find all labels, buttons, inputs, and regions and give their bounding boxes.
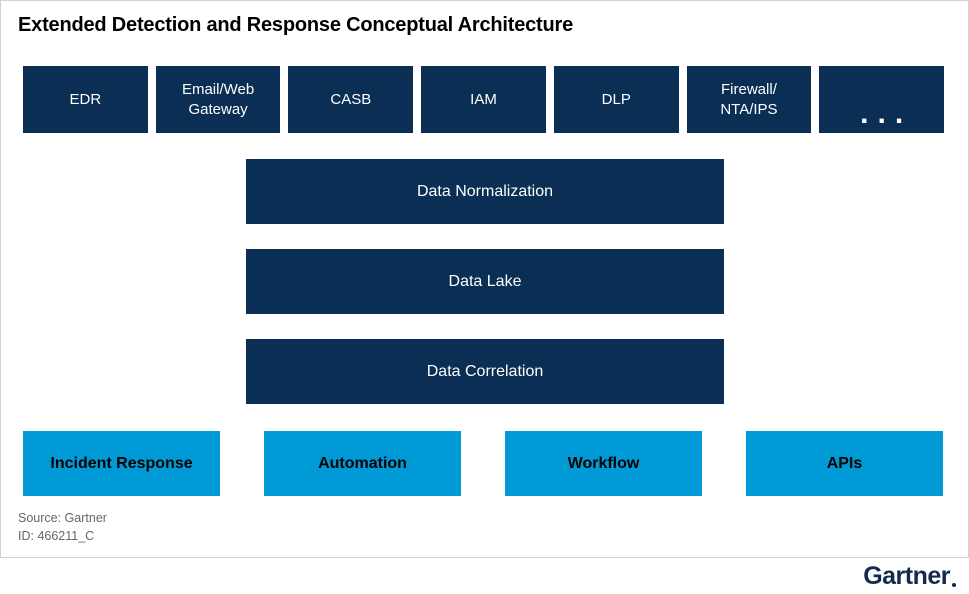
source-box-email-web-gateway: Email/Web Gateway — [155, 66, 281, 133]
telemetry-sources-row: EDR Email/Web Gateway CASB IAM DLP Firew… — [23, 66, 945, 133]
source-box-firewall-nta-ips: Firewall/ NTA/IPS — [686, 66, 812, 133]
processing-stack: Data Normalization Data Lake Data Correl… — [246, 159, 724, 429]
registered-mark-icon — [952, 582, 956, 587]
capabilities-row: Incident Response Automation Workflow AP… — [23, 431, 943, 496]
layer-data-lake: Data Lake — [246, 249, 724, 314]
page-title: Extended Detection and Response Conceptu… — [18, 14, 574, 36]
source-box-dlp: DLP — [553, 66, 679, 133]
gartner-logo: Gartner — [863, 562, 956, 591]
source-box-more-ellipsis: ... — [819, 66, 945, 133]
layer-data-normalization: Data Normalization — [246, 159, 724, 224]
capability-box-apis: APIs — [746, 431, 943, 496]
capability-label: Workflow — [567, 454, 640, 472]
source-box-iam: IAM — [421, 66, 546, 133]
layer-data-correlation: Data Correlation — [246, 339, 724, 404]
diagram-frame: Extended Detection and Response Conceptu… — [0, 0, 969, 558]
capability-box-workflow: Workflow — [505, 431, 702, 496]
capability-label: APIs — [826, 454, 863, 472]
layer-label: Data Correlation — [426, 362, 544, 380]
layer-label: Data Normalization — [416, 182, 554, 200]
capability-label: Automation — [318, 454, 407, 472]
source-box-label: IAM — [470, 90, 497, 108]
capability-box-incident-response: Incident Response — [23, 431, 220, 496]
source-box-label: EDR — [69, 90, 102, 108]
source-line: Source: Gartner — [18, 511, 107, 525]
capability-box-automation: Automation — [264, 431, 461, 496]
brand-footer: Gartner — [0, 558, 969, 594]
figure-id: ID: 466211_C — [18, 529, 95, 543]
source-box-edr: EDR — [23, 66, 148, 133]
source-box-label: Firewall/ NTA/IPS — [720, 80, 778, 118]
source-attribution: Source: Gartner ID: 466211_C — [18, 509, 107, 545]
source-box-label: CASB — [330, 90, 372, 108]
source-box-label: Email/Web Gateway — [181, 80, 255, 118]
source-box-casb: CASB — [288, 66, 414, 133]
gartner-logo-text: Gartner — [863, 561, 950, 590]
capability-label: Incident Response — [50, 454, 193, 472]
layer-label: Data Lake — [448, 272, 522, 290]
source-box-label: DLP — [601, 90, 631, 108]
